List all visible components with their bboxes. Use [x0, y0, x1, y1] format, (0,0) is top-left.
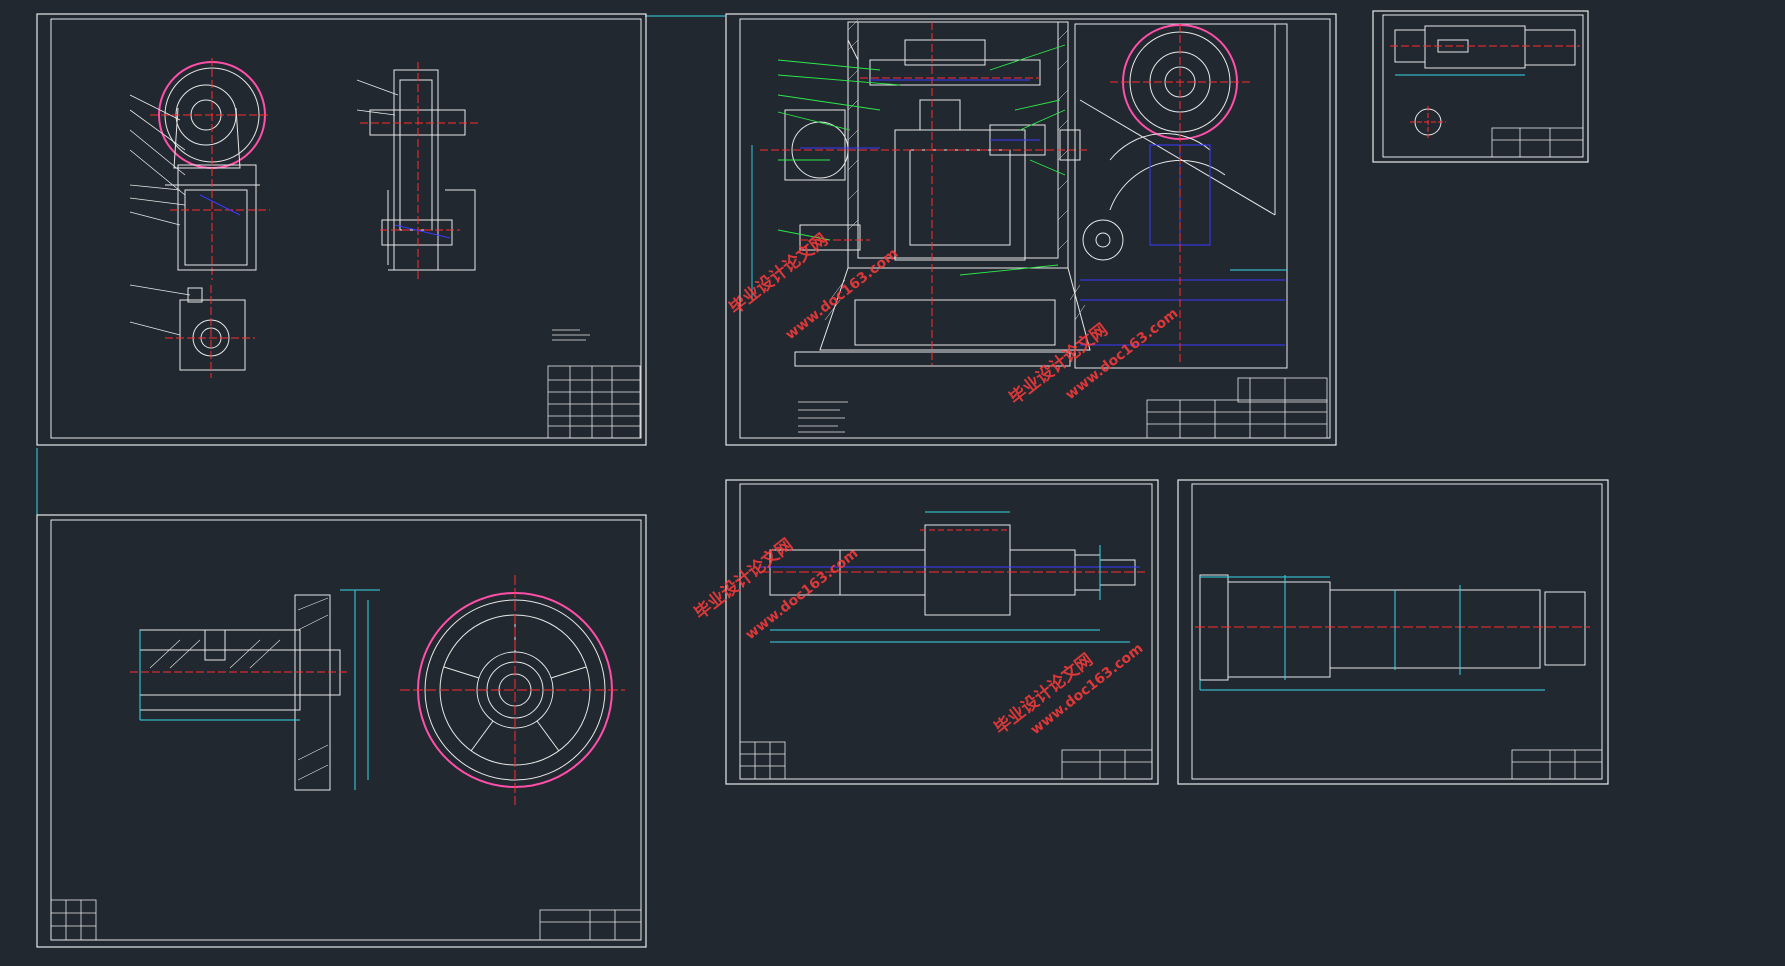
- sheet-4-flywheel-section: [130, 589, 380, 791]
- sheet-2-leaders: [777, 44, 1066, 276]
- sheet-2-centerlines: [760, 22, 1090, 365]
- sheet-5-outer-frame: [725, 479, 1159, 785]
- sheet-5-title-block: [1061, 749, 1153, 780]
- sheet-6-title-block: [1511, 749, 1603, 780]
- sheet-1-side-view: [356, 62, 480, 280]
- sheet-3-outer-frame: [1372, 10, 1589, 163]
- sheet-2[interactable]: [725, 13, 1337, 446]
- sheet-2-outer-frame: [725, 13, 1337, 446]
- sheet-4-flywheel-hatch: [149, 597, 329, 781]
- sheet-3-title-block: [1491, 127, 1584, 158]
- sheet-2-hidden-lines: [800, 79, 1040, 149]
- sheet-4-title-block: [539, 909, 642, 941]
- sheet-3-shaft: [1390, 25, 1580, 138]
- sheet-1-outer-frame: [36, 13, 647, 446]
- sheet-5-crankshaft: [760, 511, 1145, 643]
- sheet-3-inner-frame: [1382, 14, 1584, 158]
- sheet-1-notes: [552, 329, 590, 341]
- sheet-5[interactable]: [725, 479, 1159, 785]
- sheet-4[interactable]: [36, 514, 647, 948]
- sheet-1[interactable]: [36, 13, 647, 446]
- sheet-1-worm-view: [129, 58, 270, 280]
- sheet-2-hatching: [824, 19, 1086, 321]
- sheet-2-title-block: [1146, 377, 1328, 439]
- sheet-6-inner-frame: [1191, 483, 1603, 780]
- sheet-5-inner-frame: [739, 483, 1153, 780]
- sheet-4-inner-frame: [50, 519, 642, 941]
- sheet-4-flywheel-plan: [400, 575, 625, 805]
- sheet-6-outer-frame: [1177, 479, 1609, 785]
- sheet-4-revision-table: [50, 899, 97, 941]
- sheet-2-inner-frame: [739, 18, 1331, 439]
- sheet-3[interactable]: [1372, 10, 1589, 163]
- sheet-2-press-frame: [784, 21, 1091, 367]
- sheet-6[interactable]: [1177, 479, 1609, 785]
- sheet-1-inner-frame: [50, 18, 642, 439]
- sheet-2-side-view: [1074, 23, 1288, 369]
- sheet-4-outer-frame: [36, 514, 647, 948]
- sheet-5-revision-table: [739, 741, 786, 780]
- sheet-1-title-block: [547, 365, 641, 439]
- sheet-2-notes: [798, 401, 848, 433]
- sheet-6-stepped-shaft: [1195, 574, 1590, 691]
- sheet-1-plan-view: [129, 284, 255, 378]
